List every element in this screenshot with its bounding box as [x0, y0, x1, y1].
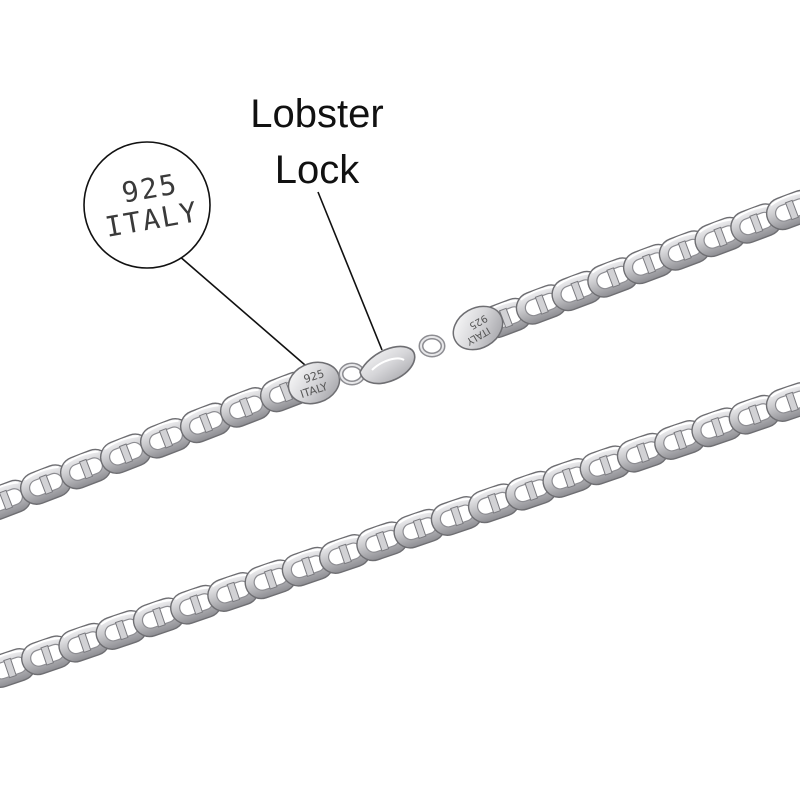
lobster-clasp: [359, 345, 416, 385]
chain-strand-upper-left: [0, 371, 313, 521]
clasp-tag-right: [452, 305, 504, 351]
chain-link: [58, 622, 111, 663]
chain-link: [139, 418, 193, 459]
jump-ring-left: [338, 362, 366, 386]
chain-strand-lower: [0, 382, 800, 688]
chain-link: [765, 382, 800, 422]
lobster-lock-label-line2: Lock: [274, 148, 360, 192]
chain-strand-upper-right: [479, 189, 800, 339]
chain-link: [658, 230, 711, 271]
chain-link: [765, 189, 800, 231]
stamp-leader-line: [177, 254, 306, 366]
lock-leader-line: [317, 191, 383, 351]
jump-ring-right: [418, 334, 446, 358]
chain-link: [467, 483, 521, 524]
chain-link: [59, 448, 113, 490]
chain-link: [505, 470, 558, 511]
chain-link: [179, 402, 233, 444]
chain-link: [99, 433, 153, 474]
stamp-zoom-circle: [83, 141, 211, 269]
lobster-lock-label-line1: Lobster: [250, 92, 384, 136]
chain-link: [219, 387, 273, 428]
